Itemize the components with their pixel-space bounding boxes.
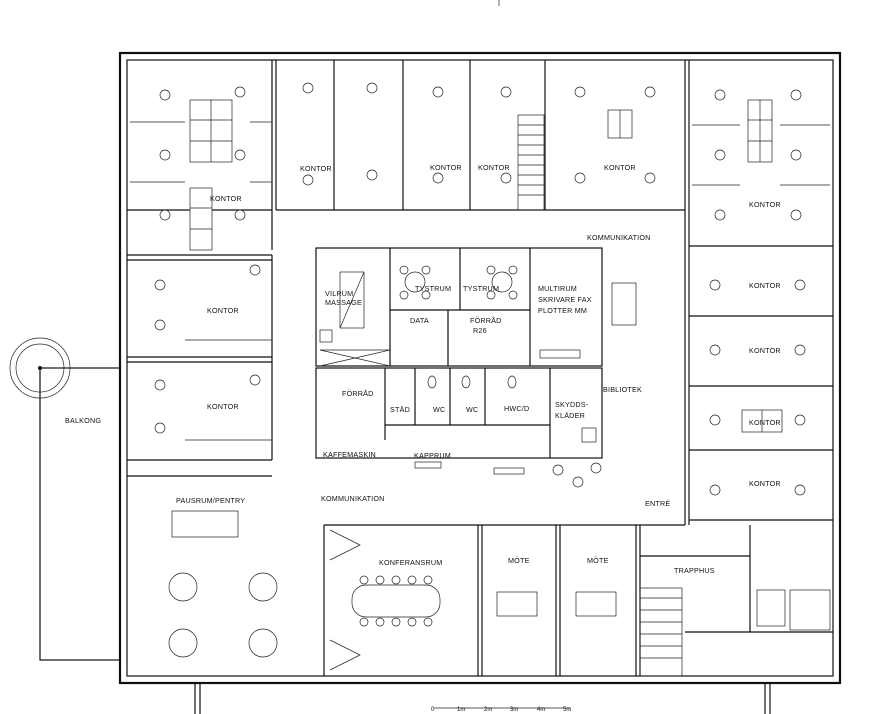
scale-tick-2m: 2m bbox=[484, 707, 492, 713]
label-kontor-10: KONTOR bbox=[749, 346, 781, 355]
scale-bar: 0 1m 2m 3m 4m 5m bbox=[431, 707, 571, 713]
label-skrivare: SKRIVARE FAX bbox=[538, 295, 592, 304]
central-core bbox=[315, 247, 637, 488]
right-offices bbox=[689, 245, 833, 521]
label-multirum: MULTIRUM bbox=[538, 284, 577, 293]
label-wc-2: WC bbox=[466, 405, 478, 414]
scale-tick-4m: 4m bbox=[537, 707, 545, 713]
label-kommunikation-2: KOMMUNIKATION bbox=[321, 494, 385, 503]
scale-tick-1m: 1m bbox=[457, 707, 465, 713]
label-plotter: PLOTTER MM bbox=[538, 306, 587, 315]
label-forrad-1-number: R26 bbox=[473, 326, 487, 335]
label-kaffemaskin: KAFFEMASKIN bbox=[323, 450, 376, 459]
label-skyddsklader-1: SKYDDS- bbox=[555, 400, 589, 409]
label-kontor-12: KONTOR bbox=[749, 479, 781, 488]
label-tystrum-2: TYSTRUM bbox=[463, 284, 499, 293]
label-kontor-4: KONTOR bbox=[478, 163, 510, 172]
label-vilrum: VILRUM bbox=[325, 289, 353, 298]
label-kontor-5: KONTOR bbox=[604, 163, 636, 172]
room-labels: KONTOR KONTOR KONTOR KONTOR KONTOR KONTO… bbox=[65, 163, 781, 575]
label-hwc: HWC/D bbox=[504, 404, 529, 413]
scale-tick-3m: 3m bbox=[510, 707, 518, 713]
label-konferensrum: KONFERANSRUM bbox=[379, 558, 443, 567]
label-kontor-9: KONTOR bbox=[749, 281, 781, 290]
label-mote-2: MÖTE bbox=[587, 556, 609, 565]
label-data: DATA bbox=[410, 316, 429, 325]
label-mote-1: MÖTE bbox=[508, 556, 530, 565]
label-tystrum-1: TYSTRUM bbox=[415, 284, 451, 293]
label-kontor-3: KONTOR bbox=[430, 163, 462, 172]
left-offices bbox=[127, 254, 273, 477]
label-kontor-1: KONTOR bbox=[210, 194, 242, 203]
label-kontor-2: KONTOR bbox=[300, 164, 332, 173]
label-kontor-7: KONTOR bbox=[207, 306, 239, 315]
label-kapprum: KAPPRUM bbox=[414, 451, 451, 460]
label-balkong: BALKONG bbox=[65, 416, 101, 425]
label-entre: ENTRÉ bbox=[645, 499, 670, 508]
label-forrad-1: FÖRRÅD bbox=[470, 316, 502, 325]
label-massage: MASSAGE bbox=[325, 298, 362, 307]
label-kontor-8: KONTOR bbox=[207, 402, 239, 411]
label-stad: STÄD bbox=[390, 405, 410, 414]
label-skyddsklader-2: KLÄDER bbox=[555, 411, 585, 420]
label-trapphus: TRAPPHUS bbox=[674, 566, 715, 575]
label-kontor-6: KONTOR bbox=[749, 200, 781, 209]
label-pausrum: PAUSRUM/PENTRY bbox=[176, 496, 245, 505]
label-wc-1: WC bbox=[433, 405, 445, 414]
label-kontor-11: KONTOR bbox=[749, 418, 781, 427]
scale-tick-0: 0 bbox=[431, 707, 435, 713]
top-offices bbox=[127, 60, 830, 525]
label-kommunikation-1: KOMMUNIKATION bbox=[587, 233, 651, 242]
balcony bbox=[9, 337, 121, 661]
scale-tick-5m: 5m bbox=[563, 707, 571, 713]
label-forrad-2: FÖRRÅD bbox=[342, 389, 374, 398]
label-bibliotek: BIBLIOTEK bbox=[603, 385, 642, 394]
bottom-rooms bbox=[168, 510, 833, 677]
